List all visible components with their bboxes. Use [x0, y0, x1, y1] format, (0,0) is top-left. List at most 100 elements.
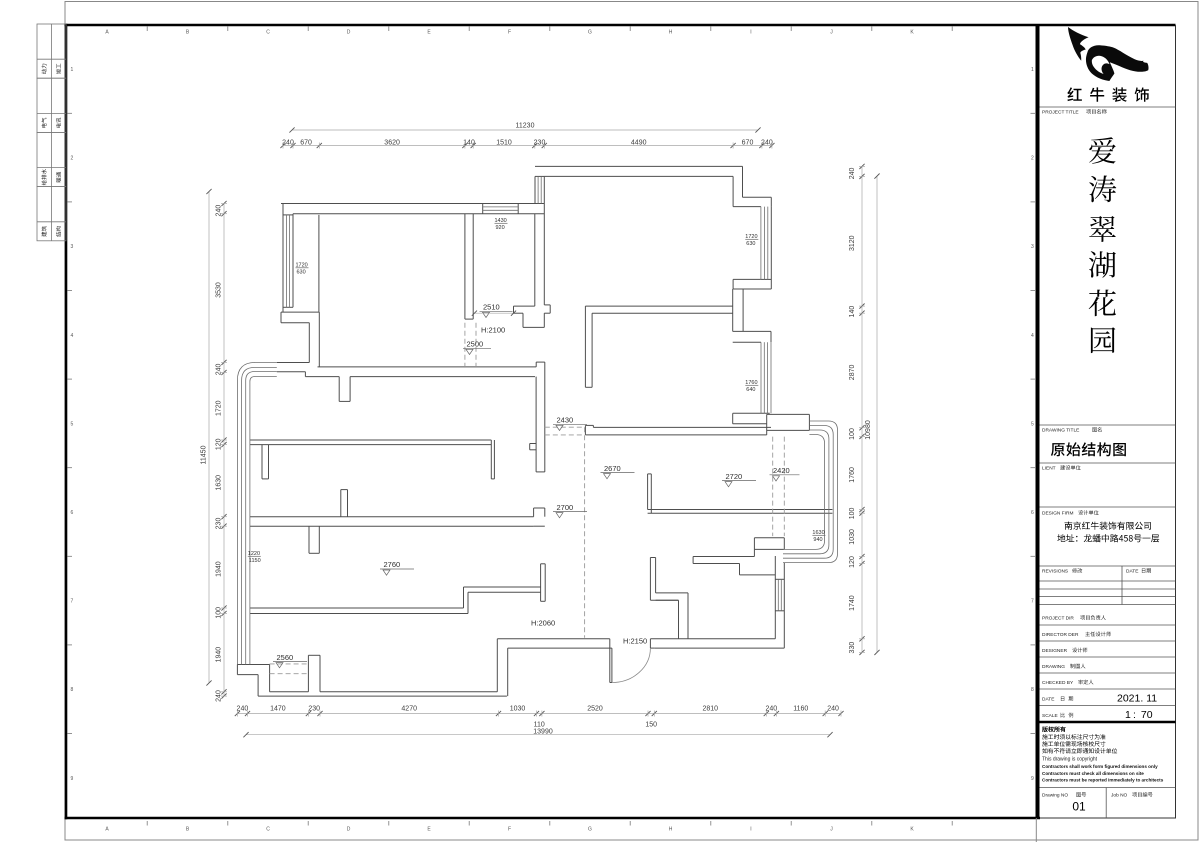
- svg-text:2420: 2420: [773, 466, 790, 475]
- svg-text:DRAWING TITLE: DRAWING TITLE: [1042, 428, 1079, 434]
- svg-text:1: 1: [1031, 67, 1034, 73]
- svg-text:240: 240: [765, 706, 777, 713]
- svg-text:4270: 4270: [401, 706, 417, 713]
- svg-text:1720: 1720: [296, 263, 308, 269]
- svg-text:240: 240: [216, 205, 223, 217]
- svg-text:H:2150: H:2150: [623, 637, 647, 646]
- svg-text:This drawing is copyright: This drawing is copyright: [1042, 757, 1098, 763]
- svg-text:1160: 1160: [793, 706, 808, 713]
- svg-text:330: 330: [849, 642, 856, 654]
- svg-text:K: K: [910, 30, 914, 36]
- svg-text:5: 5: [1031, 421, 1034, 427]
- svg-text:B: B: [186, 827, 190, 833]
- svg-text:920: 920: [496, 225, 505, 231]
- svg-text:C: C: [266, 30, 270, 36]
- svg-text:2021. 11: 2021. 11: [1117, 693, 1157, 705]
- svg-text:3530: 3530: [216, 282, 223, 298]
- svg-text:2: 2: [1031, 156, 1034, 162]
- svg-text:240: 240: [237, 706, 249, 713]
- svg-text:120: 120: [849, 556, 856, 568]
- svg-text:J: J: [830, 827, 833, 833]
- svg-text:8: 8: [71, 687, 74, 693]
- svg-text:DIRECTOR DER: DIRECTOR DER: [1042, 632, 1079, 638]
- svg-text:120: 120: [216, 438, 223, 450]
- svg-text:1720: 1720: [745, 234, 757, 240]
- svg-text:C: C: [266, 827, 270, 833]
- svg-text:240: 240: [827, 706, 839, 713]
- svg-text:D: D: [347, 827, 351, 833]
- svg-text:DRAWING: DRAWING: [1042, 664, 1065, 670]
- svg-text:2700: 2700: [557, 503, 574, 512]
- svg-text:140: 140: [849, 306, 856, 318]
- svg-text:100: 100: [216, 607, 223, 619]
- svg-text:DATE: DATE: [1126, 569, 1138, 575]
- svg-text:CHECKED BY: CHECKED BY: [1042, 680, 1074, 686]
- svg-text:2510: 2510: [483, 303, 500, 312]
- svg-text:1220: 1220: [248, 551, 260, 557]
- svg-text:230: 230: [534, 139, 546, 146]
- svg-text:240: 240: [282, 139, 294, 146]
- svg-text:3120: 3120: [849, 235, 856, 251]
- svg-text:8: 8: [1031, 687, 1034, 693]
- svg-text:230: 230: [308, 706, 320, 713]
- svg-text:9: 9: [1031, 776, 1034, 782]
- svg-text:A: A: [105, 827, 109, 833]
- svg-text:J: J: [830, 30, 833, 36]
- svg-text:230: 230: [216, 518, 223, 530]
- svg-text:140: 140: [463, 139, 475, 146]
- svg-text:Contractors must be reported i: Contractors must be reported immediately…: [1042, 778, 1164, 783]
- svg-text:1740: 1740: [849, 595, 856, 611]
- svg-text:6: 6: [71, 510, 74, 516]
- svg-text:Drawing NO: Drawing NO: [1042, 793, 1068, 799]
- svg-text:PROJECT DIR: PROJECT DIR: [1042, 616, 1074, 622]
- svg-text:2520: 2520: [587, 706, 603, 713]
- svg-text:H:2060: H:2060: [531, 619, 555, 628]
- svg-text:K: K: [910, 827, 914, 833]
- svg-text:D: D: [347, 30, 351, 36]
- svg-text:1 : 70: 1 : 70: [1125, 709, 1153, 721]
- svg-text:I: I: [750, 30, 751, 36]
- svg-text:670: 670: [300, 139, 312, 146]
- svg-text:H:2100: H:2100: [481, 326, 505, 335]
- svg-text:Contractors must check all dim: Contractors must check all dimensions on…: [1042, 771, 1144, 776]
- svg-text:F: F: [508, 30, 511, 36]
- svg-text:10980: 10980: [865, 420, 872, 440]
- svg-text:3620: 3620: [384, 139, 400, 146]
- svg-text:1: 1: [71, 67, 74, 73]
- svg-text:1150: 1150: [249, 558, 261, 564]
- svg-text:B: B: [186, 30, 190, 36]
- svg-text:2: 2: [71, 156, 74, 162]
- svg-text:2810: 2810: [703, 706, 719, 713]
- svg-text:11450: 11450: [201, 445, 208, 464]
- svg-text:240: 240: [849, 167, 856, 179]
- svg-text:H: H: [669, 30, 673, 36]
- svg-text:7: 7: [71, 599, 74, 605]
- svg-text:940: 940: [813, 537, 822, 543]
- svg-text:11230: 11230: [516, 123, 535, 130]
- svg-text:2870: 2870: [849, 365, 856, 381]
- svg-text:100: 100: [849, 428, 856, 440]
- svg-text:1760: 1760: [745, 380, 757, 386]
- svg-text:7: 7: [1031, 599, 1034, 605]
- svg-text:1630: 1630: [812, 530, 824, 536]
- svg-text:150: 150: [645, 722, 657, 729]
- svg-text:1940: 1940: [216, 561, 223, 577]
- svg-text:630: 630: [746, 241, 755, 247]
- svg-text:DESIGN FIRM: DESIGN FIRM: [1042, 511, 1073, 517]
- svg-text:2500: 2500: [467, 340, 484, 349]
- svg-text:Contractors shall work form fi: Contractors shall work form figured dime…: [1042, 764, 1158, 769]
- svg-text:E: E: [427, 30, 431, 36]
- svg-text:6: 6: [1031, 510, 1034, 516]
- svg-text:240: 240: [216, 690, 223, 702]
- svg-text:1030: 1030: [510, 706, 526, 713]
- svg-text:9: 9: [71, 776, 74, 782]
- svg-text:1720: 1720: [216, 400, 223, 416]
- svg-text:100: 100: [849, 507, 856, 519]
- svg-text:640: 640: [746, 387, 755, 393]
- svg-text:1470: 1470: [270, 706, 286, 713]
- svg-text:REVISIONS: REVISIONS: [1042, 569, 1068, 575]
- svg-text:G: G: [588, 30, 592, 36]
- svg-text:1940: 1940: [216, 647, 223, 663]
- svg-text:4: 4: [1031, 333, 1034, 339]
- svg-text:SCALE: SCALE: [1042, 713, 1058, 719]
